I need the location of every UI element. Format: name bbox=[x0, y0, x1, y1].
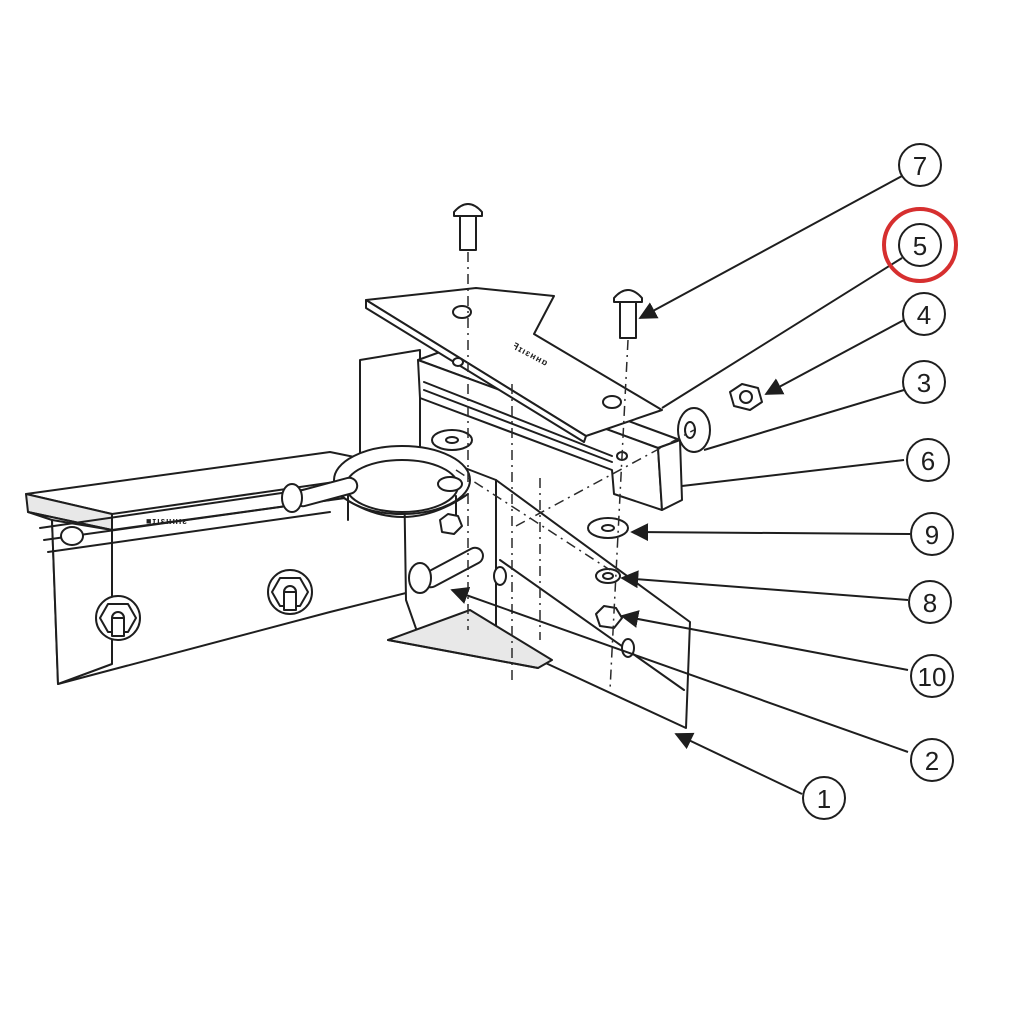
part-7-carriage-bolt-right bbox=[613, 289, 643, 339]
part-9-flat-washer bbox=[587, 517, 629, 539]
part-2-t-bolt-upper bbox=[281, 476, 359, 513]
part-7-carriage-bolt-left bbox=[453, 203, 483, 251]
callout-8-circle bbox=[908, 580, 952, 624]
beam-bolt-right bbox=[267, 569, 313, 615]
part-1-channel-beam: ■ɪıɛʜʜıɛ bbox=[25, 451, 419, 685]
callout-9-circle bbox=[910, 512, 954, 556]
callout-8-label: 8 bbox=[923, 588, 937, 618]
callout-3-circle bbox=[902, 360, 946, 404]
top-plate: ꟻɪıɛʜʜɒ bbox=[365, 287, 663, 443]
callout-6: 6 bbox=[906, 438, 950, 482]
callout-5: 5 bbox=[882, 207, 958, 283]
callout-5-circle bbox=[898, 223, 942, 267]
callout-9: 9 bbox=[910, 512, 954, 556]
center-lines bbox=[455, 252, 695, 691]
callout-3-label: 3 bbox=[917, 368, 931, 398]
callout-4-circle bbox=[902, 292, 946, 336]
ring-clamp bbox=[333, 445, 471, 521]
callout-7: 7 bbox=[898, 143, 942, 187]
callout-1-label: 1 bbox=[817, 784, 831, 814]
callout-1-circle bbox=[802, 776, 846, 820]
callout-5-highlight-ring bbox=[882, 207, 958, 283]
callout-10-label: 10 bbox=[918, 662, 947, 692]
callout-10-circle bbox=[910, 654, 954, 698]
callout-4-label: 4 bbox=[917, 300, 931, 330]
beam-stamp: ■ɪıɛʜʜıɛ bbox=[146, 516, 188, 526]
callout-5-label: 5 bbox=[913, 231, 927, 261]
callout-4: 4 bbox=[902, 292, 946, 336]
part-8-lock-washer bbox=[595, 568, 621, 584]
leader-lines bbox=[450, 175, 911, 795]
inner-washers bbox=[431, 429, 473, 535]
callout-7-label: 7 bbox=[913, 151, 927, 181]
callout-2: 2 bbox=[910, 738, 954, 782]
callout-3: 3 bbox=[902, 360, 946, 404]
callout-7-circle bbox=[898, 143, 942, 187]
part-4-hex-nut bbox=[729, 383, 763, 411]
callout-6-circle bbox=[906, 438, 950, 482]
callout-2-label: 2 bbox=[925, 746, 939, 776]
callout-2-circle bbox=[910, 738, 954, 782]
vertical-post bbox=[359, 349, 691, 729]
callout-9-label: 9 bbox=[925, 520, 939, 550]
part-2-t-bolt-lower bbox=[408, 546, 484, 594]
callout-8: 8 bbox=[908, 580, 952, 624]
callout-1: 1 bbox=[802, 776, 846, 820]
callout-6-label: 6 bbox=[921, 446, 935, 476]
callout-10: 10 bbox=[910, 654, 954, 698]
beam-bolt-left bbox=[95, 595, 141, 641]
